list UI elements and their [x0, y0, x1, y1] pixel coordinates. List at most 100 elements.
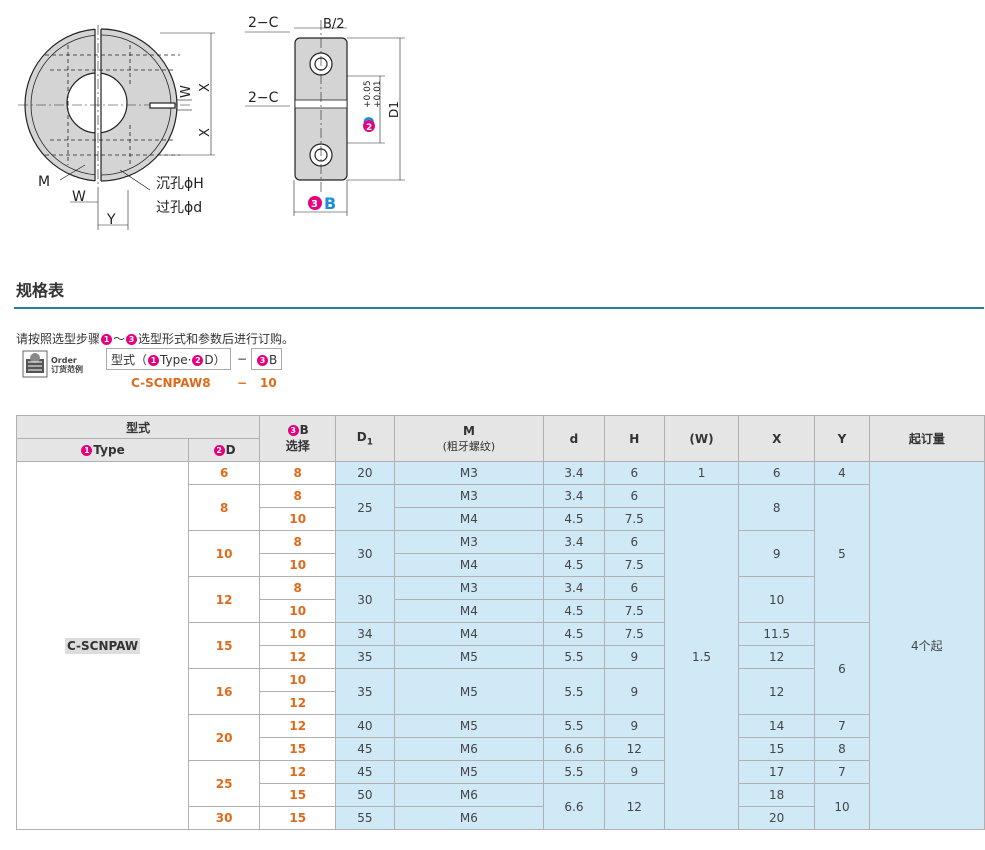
h-cell: 7.5: [603, 553, 665, 577]
b-cell: 8: [259, 576, 337, 600]
m-cell: M3: [393, 461, 545, 485]
x-cell: 10: [738, 576, 816, 623]
x-cell: 12: [738, 645, 816, 669]
d-cell: 16: [188, 668, 261, 715]
y-cell: 6: [814, 622, 870, 715]
label-w-side: W: [179, 85, 194, 98]
y-cell: 10: [814, 783, 870, 830]
d-cell: 8: [188, 484, 261, 531]
m-cell: M3: [393, 484, 545, 508]
label-d-tol-lower: +0.01: [373, 80, 383, 108]
label-chamfer-top: 2−C: [248, 15, 279, 31]
note-prefix: 请按照选型步骤: [16, 332, 101, 346]
h-cell: 9: [603, 760, 665, 784]
m-cell: M4: [393, 553, 545, 577]
table-row: 15 10 34 M4 4.5 7.5 11.5 6: [17, 622, 985, 715]
header-m-sub: (粗牙螺纹): [442, 439, 496, 453]
b-cell: 10: [259, 553, 337, 577]
d-cell: 12: [188, 576, 261, 623]
label-through-hole: 过孔ϕd: [156, 200, 202, 216]
technical-drawing: 2−C 2−C B/2 W X X M W Y 沉孔ϕH 过孔ϕd D1 +0.…: [18, 15, 405, 230]
d-small-cell: 4.5: [543, 599, 605, 623]
table-row: 12 8 30 M3 3.4 6 10: [17, 576, 985, 623]
header-type-group: 型式: [15, 415, 261, 439]
format-dash: −: [237, 352, 248, 366]
m-cell: M5: [393, 760, 545, 784]
d-small-cell: 3.4: [543, 530, 605, 554]
label-x-upper: X: [198, 83, 213, 92]
table-row: 10 M4 4.5 7.5: [17, 507, 985, 531]
d-small-cell: 6.6: [543, 737, 605, 761]
order-label-cn: 订货范例: [51, 365, 83, 374]
y-cell: 7: [814, 714, 870, 738]
b-cell: 12: [259, 645, 337, 669]
table-row: 30 15 55 M6 20: [17, 806, 985, 830]
x-cell: 20: [738, 806, 816, 830]
label-w-bottom: W: [72, 189, 86, 205]
d1-cell: 45: [335, 737, 395, 761]
d1-cell: 40: [335, 714, 395, 738]
h-cell: 6: [603, 461, 665, 485]
b-cell: 12: [259, 760, 337, 784]
header-w: (W): [663, 415, 740, 462]
d-small-cell: 4.5: [543, 622, 605, 646]
order-label-en: Order: [51, 356, 77, 365]
d-small-cell: 3.4: [543, 484, 605, 508]
num-2-badge: 2: [366, 123, 372, 133]
d1-cell: 50: [335, 783, 395, 807]
note-suffix: 选型形式和参数后进行订购。: [138, 332, 295, 346]
w-cell: 1: [663, 461, 740, 485]
d-small-cell: 3.4: [543, 461, 605, 485]
label-d-tol-upper: +0.05: [363, 80, 373, 108]
label-counterbore: 沉孔ϕH: [156, 176, 204, 192]
header-type-text: Type: [93, 443, 125, 457]
header-d-text: D: [225, 443, 236, 457]
label-half-b: B/2: [323, 17, 345, 32]
d-small-cell: 6.6: [543, 783, 605, 830]
header-b-sub: 选择: [285, 439, 310, 453]
b-cell: 15: [259, 737, 337, 761]
type-value: C-SCNPAW: [64, 637, 141, 654]
x-cell: 12: [738, 668, 816, 715]
x-cell: 17: [738, 760, 816, 784]
format-b: B: [269, 353, 278, 367]
table-row: 16 10 35 M5 5.5 9 12: [17, 668, 985, 715]
d1-cell: 34: [335, 622, 395, 646]
header-m: M (粗牙螺纹): [393, 415, 545, 462]
h-cell: 9: [603, 645, 665, 669]
w-cell: 1.5: [663, 484, 740, 830]
header-type-num: 1: [81, 445, 93, 456]
header-m-text: M: [462, 423, 475, 438]
format-num-2: 2: [192, 355, 204, 366]
x-cell: 11.5: [738, 622, 816, 646]
h-cell: 6: [603, 576, 665, 600]
section-title: 规格表: [16, 281, 65, 300]
d-cell: 20: [188, 714, 261, 761]
b-cell: 8: [259, 530, 337, 554]
h-cell: 6: [603, 484, 665, 508]
label-y: Y: [106, 212, 116, 228]
header-b-num: 3: [287, 425, 299, 436]
h-cell: 9: [603, 668, 665, 715]
b-cell: 15: [259, 806, 337, 830]
header-d1-main: D: [356, 429, 367, 444]
y-cell: 4: [814, 461, 870, 485]
b-cell: 15: [259, 783, 337, 807]
header-d-num: 2: [213, 445, 225, 456]
table-row: 10 M4 4.5 7.5: [17, 553, 985, 577]
step-3-badge: 3: [126, 334, 138, 345]
table-row: C-SCNPAW 6 8 20 M3 3.4 6 1 6 4 4个起: [15, 461, 985, 830]
format-d: D）: [204, 353, 226, 367]
m-cell: M5: [393, 714, 545, 738]
m-cell: M4: [393, 622, 545, 646]
x-cell: 8: [738, 484, 816, 531]
m-cell: M3: [393, 576, 545, 600]
order-example-icon: [22, 350, 48, 378]
h-cell: 7.5: [603, 507, 665, 531]
m-cell: M5: [393, 645, 545, 669]
d-cell: 15: [188, 622, 261, 669]
x-cell: 18: [738, 783, 816, 807]
